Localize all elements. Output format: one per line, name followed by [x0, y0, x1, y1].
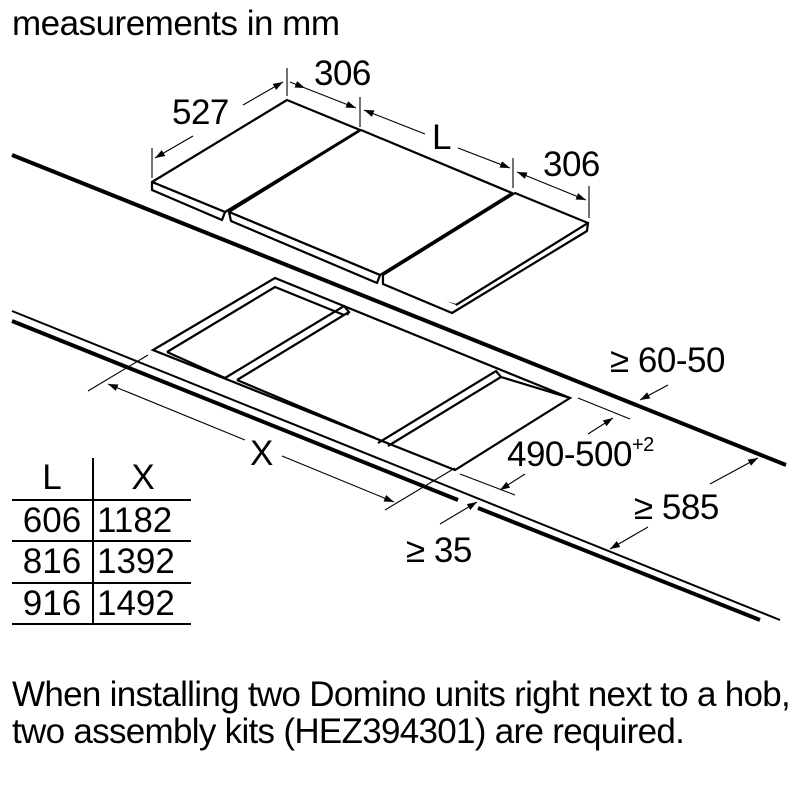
dim-label-306-left: 306 — [314, 54, 371, 93]
table-cell-X: 1492 — [93, 581, 191, 626]
dimension-lines — [87, 68, 759, 550]
worktop-cutout — [150, 276, 573, 472]
dim-label-L: L — [432, 118, 451, 157]
cutout-depth-tolerance: +2 — [631, 434, 654, 456]
dim-label-527: 527 — [172, 93, 229, 132]
dim-label-cutout-depth: 490-500+2 — [507, 434, 654, 474]
table-cell-L: 816 — [12, 540, 94, 583]
dim-label-worktop-depth: ≥ 585 — [634, 488, 719, 527]
table-cell-X: 1182 — [93, 498, 191, 542]
table-row: 816 1392 — [12, 540, 191, 583]
table-cell-X: 1392 — [93, 540, 191, 583]
diagram-title: measurements in mm — [12, 4, 340, 43]
table-row: 606 1182 — [12, 498, 191, 542]
cutout-depth-value: 490-500 — [507, 435, 632, 474]
dim-label-306-right: 306 — [543, 145, 600, 184]
dim-label-X: X — [250, 434, 273, 473]
table-cell-L: 606 — [12, 498, 94, 542]
table-header-L: L — [12, 458, 94, 500]
dimension-table: L X 606 1182 816 1392 916 1492 — [12, 458, 191, 626]
dim-label-worktop-edge: ≥ 60-50 — [610, 341, 725, 380]
table-header-X: X — [131, 458, 155, 497]
worktop-back-edge — [11, 153, 787, 467]
worktop-front-edge — [11, 310, 781, 622]
appliance-slabs — [150, 98, 590, 315]
table-cell-L: 916 — [12, 581, 94, 626]
table-row: 916 1492 — [12, 581, 191, 626]
installation-note: When installing two Domino units right n… — [12, 675, 791, 751]
dim-label-front-clearance: ≥ 35 — [406, 531, 472, 570]
